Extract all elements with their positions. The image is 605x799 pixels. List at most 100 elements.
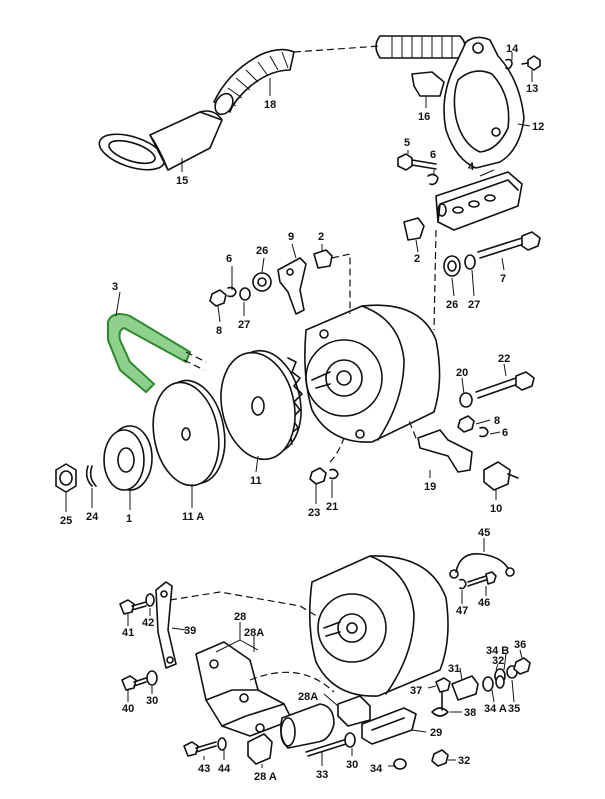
callout-34: 34 (370, 763, 383, 775)
callout-4: 4 (468, 161, 475, 173)
alternator-lower (308, 555, 449, 697)
washer-27b (464, 254, 476, 270)
callout-9: 9 (288, 231, 294, 243)
callout-2-left: 2 (318, 231, 324, 243)
callout-44: 44 (218, 763, 231, 775)
callout-36: 36 (514, 639, 526, 651)
callout-24: 24 (86, 511, 99, 523)
callout-5: 5 (404, 137, 410, 149)
callout-42: 42 (142, 617, 154, 629)
spacer-2b (403, 217, 425, 241)
callout-32-bottom: 32 (458, 755, 470, 767)
callout-labels: 14 13 12 16 18 15 5 6 4 9 2 26 6 8 27 2 … (60, 43, 544, 783)
damper-10 (483, 461, 519, 491)
nut-36 (513, 657, 531, 675)
callout-45: 45 (478, 527, 490, 539)
bracket-28 (195, 641, 293, 737)
bracket-4 (435, 171, 523, 231)
bolt-41 (119, 599, 147, 615)
callout-22: 22 (498, 353, 510, 365)
callout-41: 41 (122, 627, 134, 639)
callout-27-right: 27 (468, 299, 480, 311)
pulley-11 (220, 349, 303, 461)
callout-30-left: 30 (146, 695, 158, 707)
callout-34A: 34 A (484, 703, 507, 715)
callout-3: 3 (112, 281, 118, 293)
callout-33: 33 (316, 769, 328, 781)
callout-25: 25 (60, 515, 72, 527)
callout-29: 29 (430, 727, 442, 739)
callout-39: 39 (184, 625, 196, 637)
washer-6c (479, 426, 489, 438)
cable-45 (449, 553, 515, 579)
bushing-28A-c (247, 733, 273, 765)
washer-20 (459, 392, 473, 408)
callout-10: 10 (490, 503, 502, 515)
callout-37: 37 (410, 685, 422, 697)
spacer-2a (313, 249, 333, 269)
callout-28A-mid: 28A (298, 691, 318, 703)
callout-15: 15 (176, 175, 188, 187)
callout-6-right: 6 (502, 427, 508, 439)
callout-26-right: 26 (446, 299, 458, 311)
bolt-43 (183, 741, 217, 757)
bolt-22 (475, 371, 535, 399)
callout-11: 11 (250, 475, 262, 487)
washer-34A (495, 675, 505, 689)
bushing-31 (451, 675, 479, 701)
leader-lines (65, 52, 533, 768)
callout-27-left: 27 (238, 319, 250, 331)
callout-12: 12 (532, 121, 544, 133)
callout-34B: 34 B (486, 645, 509, 657)
callout-2-right: 2 (414, 253, 420, 265)
callout-8-left: 8 (216, 325, 222, 337)
bushing-26a (252, 272, 272, 292)
lever-39 (155, 581, 177, 669)
bolt-46 (467, 571, 497, 587)
callout-23: 23 (308, 507, 320, 519)
callout-26-left: 26 (256, 245, 268, 257)
callout-30-right: 30 (346, 759, 358, 771)
nut-8b (457, 415, 475, 433)
washer-30b (344, 732, 356, 748)
bushing-26b (443, 255, 461, 277)
bushing-28A-a (337, 695, 371, 727)
hose-18 (213, 48, 295, 116)
washer-6a (427, 173, 439, 186)
callout-11A: 11 A (182, 511, 204, 523)
callout-21: 21 (326, 501, 338, 513)
callout-6-top: 6 (430, 149, 436, 161)
shroud-bracket-12 (443, 36, 525, 169)
washer-21 (329, 468, 339, 480)
callout-20: 20 (456, 367, 468, 379)
washer-42 (145, 593, 155, 607)
washer-32a (482, 676, 494, 692)
callout-43: 43 (198, 763, 210, 775)
callout-14: 14 (506, 43, 519, 55)
callout-28A-top: 28A (244, 627, 264, 639)
callout-13: 13 (526, 83, 538, 95)
pulley-half-11A (152, 379, 226, 487)
nut-8a (209, 289, 227, 307)
callout-8-right: 8 (494, 415, 500, 427)
washer-30a (146, 670, 158, 686)
sleeve-28A-b (280, 703, 335, 749)
nut-25 (55, 463, 77, 493)
callout-28A-bottom: 28 A (254, 771, 277, 783)
washer-47 (459, 578, 467, 590)
bracket-19 (417, 429, 473, 473)
washer-6b (227, 286, 237, 298)
washer-34 (393, 758, 407, 770)
bolt-5 (397, 153, 437, 171)
bolt-37 (435, 677, 451, 711)
callout-46: 46 (478, 597, 490, 609)
air-inlet-duct-15 (98, 110, 223, 171)
callout-31: 31 (448, 663, 460, 675)
callout-40: 40 (122, 703, 134, 715)
callout-1: 1 (126, 513, 132, 525)
alternator-upper (304, 304, 441, 443)
callout-38: 38 (464, 707, 476, 719)
washer-14 (505, 58, 513, 70)
